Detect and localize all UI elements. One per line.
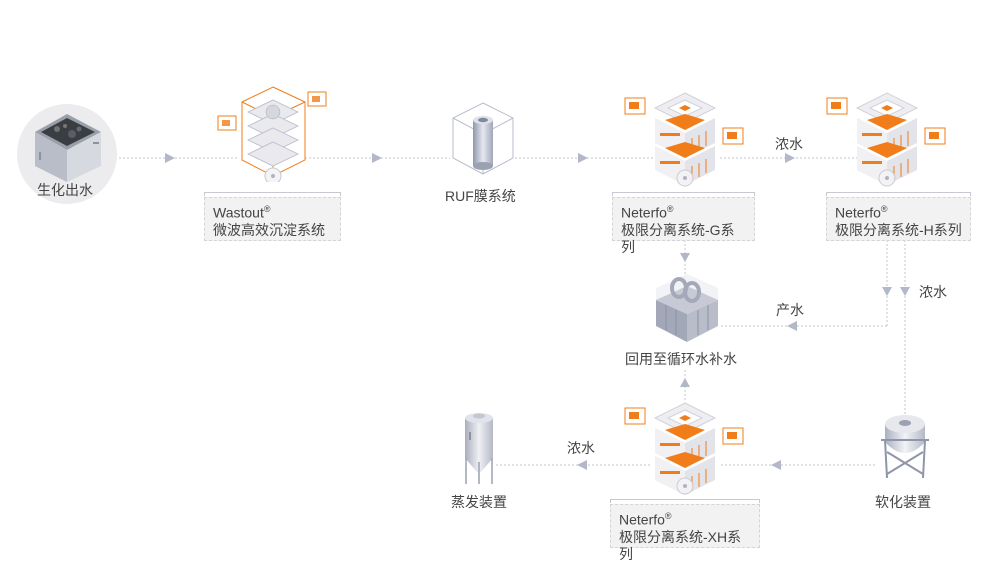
source-node [17, 104, 117, 204]
arrow-down [900, 287, 910, 296]
separation-stack-icon [624, 402, 744, 495]
neterfo-h-bracket [826, 192, 971, 196]
evaporator-silo-icon [465, 413, 493, 484]
registered-mark: ® [263, 204, 271, 214]
arrow-right [785, 153, 795, 163]
arrow-down [680, 253, 690, 262]
neterfo-xh-bracket [610, 499, 760, 503]
brand-name: Wastout [213, 204, 264, 221]
registered-mark: ® [664, 511, 672, 521]
flow-label-product: 产水 [776, 302, 804, 318]
recycle-tank-icon [656, 274, 718, 342]
source-label: 生化出水 [37, 182, 93, 198]
separation-stack-icon [826, 92, 946, 187]
arrow-left [787, 321, 797, 331]
softening-tank-icon [881, 415, 929, 479]
brand-name: Neterfo [619, 511, 665, 528]
arrow-left [577, 460, 587, 470]
system-name: 微波高效沉淀系统 [213, 221, 325, 238]
arrow-up [680, 378, 690, 387]
flow-label-concentrate: 浓水 [567, 440, 595, 456]
system-name: 极限分离系统-XH系列 [619, 528, 742, 562]
system-name: 极限分离系统-H系列 [835, 221, 962, 238]
registered-mark: ® [880, 204, 888, 214]
arrow-right [372, 153, 382, 163]
arrow-left [771, 460, 781, 470]
neterfo-h-name-box: Neterfo® 极限分离系统-H系列 [826, 197, 971, 241]
registered-mark: ® [666, 204, 674, 214]
separation-stack-icon [624, 92, 744, 187]
arrow-down [882, 287, 892, 296]
membrane-cylinder-icon [452, 102, 514, 175]
flow-label-concentrate: 浓水 [775, 136, 803, 152]
wastout-bracket [204, 192, 341, 196]
ruf-label: RUF膜系统 [445, 188, 516, 204]
brand-name: Neterfo [621, 204, 667, 221]
neterfo-g-name-box: Neterfo® 极限分离系统-G系列 [612, 197, 755, 255]
system-name: 极限分离系统-G系列 [621, 221, 735, 255]
neterfo-g-bracket [612, 192, 755, 196]
arrow-right [578, 153, 588, 163]
brand-name: Neterfo [835, 204, 881, 221]
neterfo-xh-name-box: Neterfo® 极限分离系统-XH系列 [610, 504, 760, 562]
arrow-right [165, 153, 175, 163]
softening-label: 软化装置 [875, 494, 931, 510]
sedimentation-system-icon [217, 86, 327, 182]
evaporation-label: 蒸发装置 [451, 494, 507, 510]
reuse-label: 回用至循环水补水 [625, 351, 737, 367]
bio-tank-icon [35, 114, 101, 182]
wastout-name-box: Wastout® 微波高效沉淀系统 [204, 197, 341, 241]
flow-label-concentrate: 浓水 [919, 284, 947, 300]
